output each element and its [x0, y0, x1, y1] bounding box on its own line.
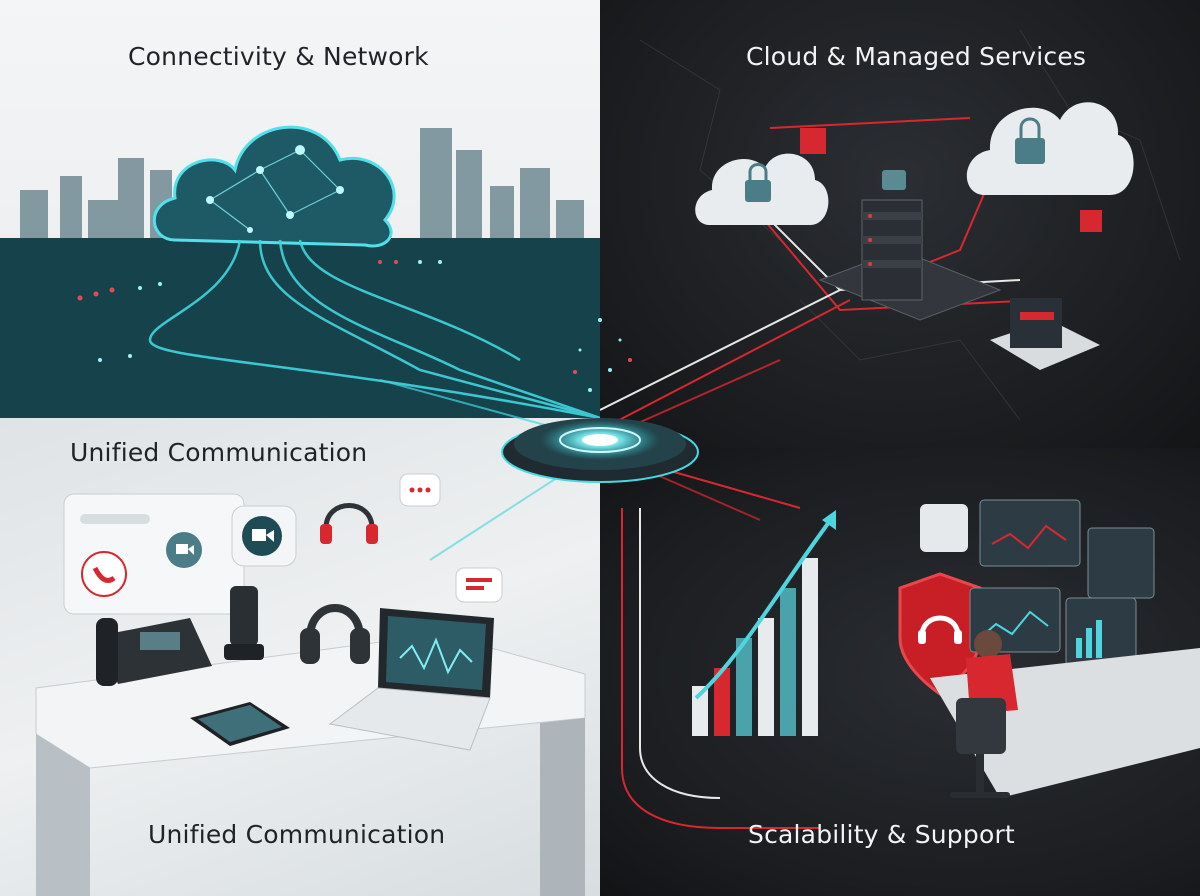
- cloud-network-icon: [152, 125, 396, 248]
- chat-bubble-icon: [399, 473, 503, 603]
- video-camera-icon: [176, 544, 188, 554]
- desk-phone: [96, 618, 212, 686]
- storage-block-icon: [990, 298, 1100, 370]
- operator-workstation: [930, 630, 1200, 798]
- bar-chart-icon: [692, 510, 836, 736]
- panel-scalability-support: Scalability & Support: [600, 448, 1200, 896]
- operator-figure: [974, 630, 1002, 658]
- server-stack-icon: [818, 170, 1002, 321]
- title-scalability-support: Scalability & Support: [748, 820, 1015, 849]
- headset-icon: [320, 503, 378, 544]
- scalability-illustration: [621, 467, 1200, 829]
- cloud-right-icon: [966, 102, 1134, 195]
- laptop: [328, 608, 494, 751]
- app-window: [63, 493, 245, 615]
- city-skyline: [20, 128, 584, 240]
- flow-dots: [77, 260, 398, 301]
- panel-unified-communication: Unified Communication Unified Communicat…: [0, 418, 600, 896]
- title-unified-communication-lower: Unified Communication: [148, 820, 446, 849]
- headset-stand: [300, 604, 370, 664]
- panel-connectivity-network: Connectivity & Network: [0, 0, 600, 418]
- tablet: [190, 702, 290, 746]
- padlock-icon: [882, 170, 906, 190]
- cordless-phone: [224, 586, 264, 660]
- padlock-icon: [1015, 138, 1045, 164]
- phone-icon: [92, 566, 116, 583]
- padlock-icon: [745, 180, 771, 202]
- title-connectivity-network: Connectivity & Network: [128, 42, 429, 71]
- panel-cloud-managed-services: Cloud & Managed Services: [600, 0, 1200, 448]
- unified-communication-illustration: [35, 473, 586, 896]
- cloud-left-icon: [695, 153, 829, 225]
- monitor-dashboard: [920, 499, 1155, 669]
- title-cloud-managed-services: Cloud & Managed Services: [746, 42, 1087, 71]
- video-camera-icon: [231, 505, 297, 567]
- cloud-services-illustration: [600, 29, 1181, 431]
- title-unified-communication-upper: Unified Communication: [70, 438, 368, 467]
- red-cube-icon: [800, 128, 826, 154]
- ground-plane: [0, 238, 600, 418]
- red-cube-icon: [1080, 210, 1102, 232]
